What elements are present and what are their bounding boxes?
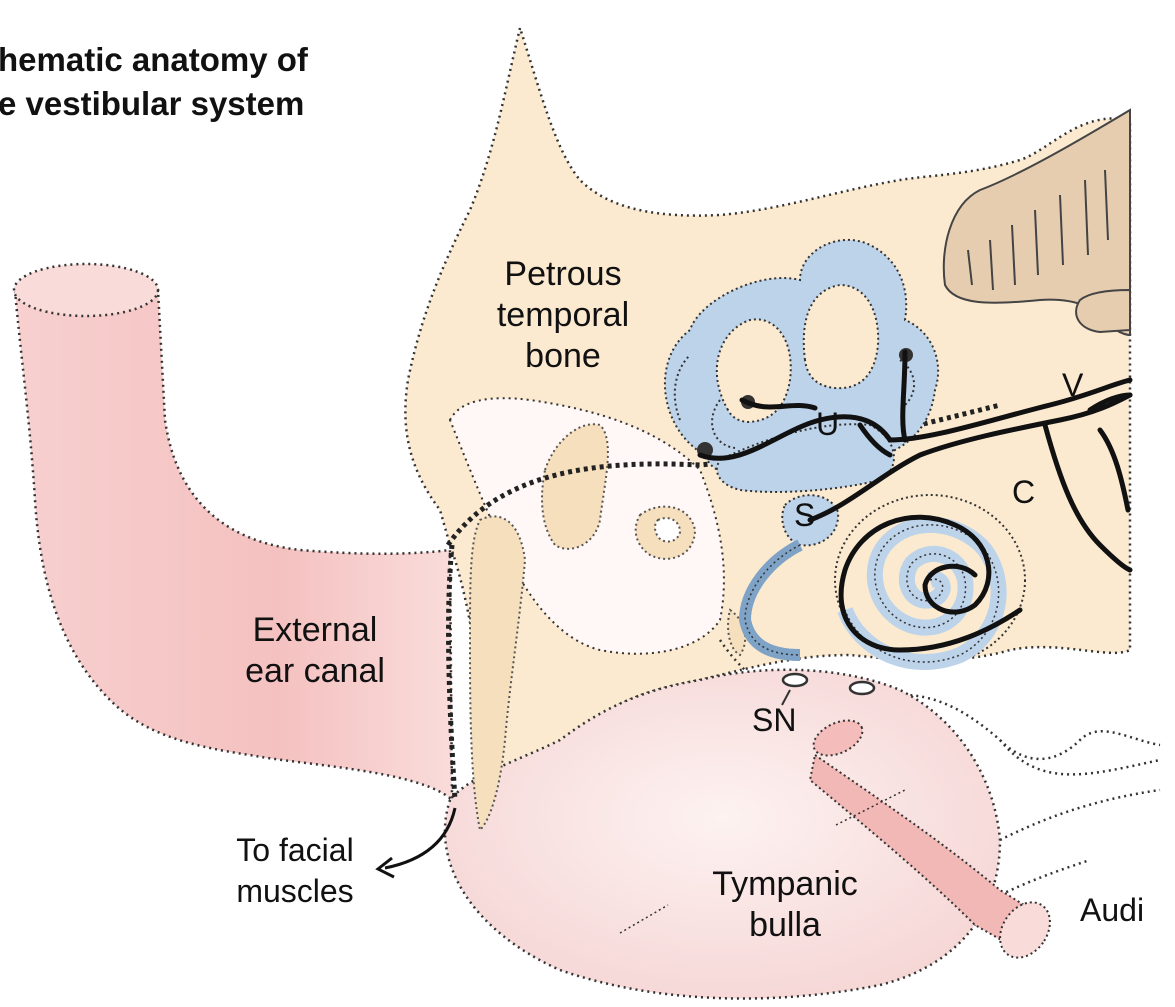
label-cochlear-nerve: C bbox=[1012, 472, 1035, 513]
label-utricle: U bbox=[816, 404, 839, 445]
label-tympanic-bulla: Tympanic bulla bbox=[690, 864, 880, 946]
label-saccule: S bbox=[794, 495, 815, 536]
external-ear-canal bbox=[15, 275, 452, 800]
label-sympathetic-nerve: SN bbox=[752, 700, 796, 741]
label-to-facial-muscles: To facial muscles bbox=[205, 830, 385, 912]
label-vestibular-nerve: V bbox=[1062, 365, 1083, 406]
label-external-ear-canal: External ear canal bbox=[220, 610, 410, 692]
label-auditory-tube: Audi bbox=[1080, 890, 1144, 931]
page-title: hematic anatomy of e vestibular system bbox=[0, 38, 418, 126]
label-petrous-temporal-bone: Petrous temporal bone bbox=[478, 254, 648, 377]
title-line-2: e vestibular system bbox=[0, 82, 418, 126]
facial-nerve-arrow bbox=[385, 808, 455, 868]
title-line-1: hematic anatomy of bbox=[0, 38, 418, 82]
